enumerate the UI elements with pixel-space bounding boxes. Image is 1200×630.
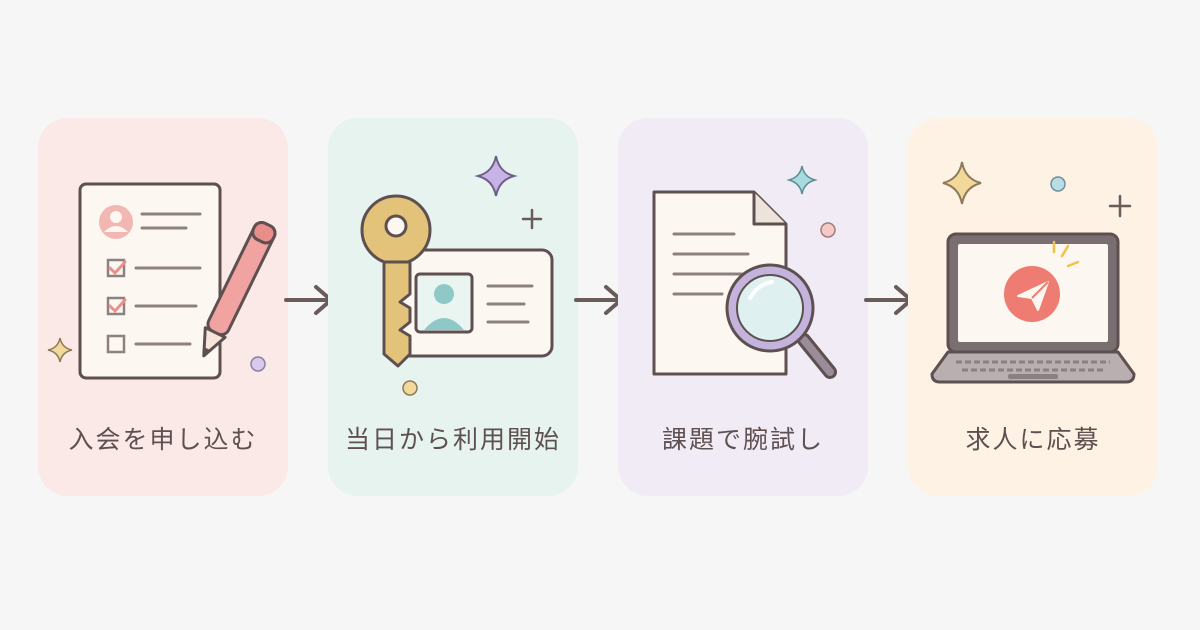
step-label-challenge: 課題で腕試し <box>661 425 824 454</box>
step-label-apply-job: 求人に応募 <box>965 425 1101 454</box>
key-icon <box>360 194 432 368</box>
step-label-start: 当日から利用開始 <box>344 425 561 454</box>
magnifier-icon <box>725 263 837 379</box>
step-label-apply: 入会を申し込む <box>68 425 258 454</box>
step-card-challenge: 課題で腕試し <box>618 118 868 496</box>
pen-icon <box>202 221 277 358</box>
document-magnifier-icon <box>652 165 837 379</box>
step-card-apply-job: 求人に応募 <box>908 118 1158 496</box>
application-form-icon <box>47 182 277 380</box>
step-card-start: 当日から利用開始 <box>328 118 578 496</box>
key-and-id-card-icon <box>360 155 554 396</box>
step-card-apply: 入会を申し込む <box>38 118 288 496</box>
laptop-send-icon <box>930 161 1136 384</box>
